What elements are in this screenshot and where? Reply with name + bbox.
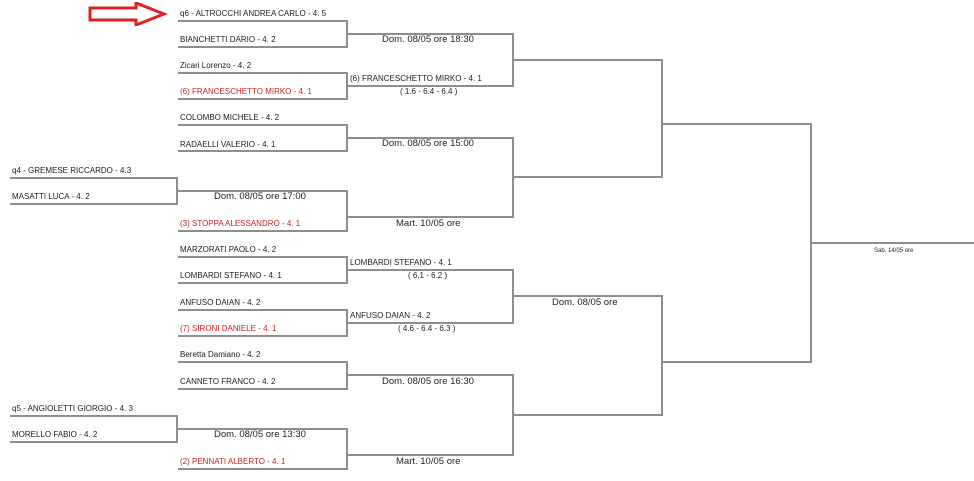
player-radaelli: RADAELLI VALERIO - 4. 1 <box>180 140 276 149</box>
player-anfuso: ANFUSO DAIAN - 4. 2 <box>180 298 261 307</box>
player-masatti: MASATTI LUCA - 4. 2 <box>12 192 90 201</box>
schedule-semi-bottom: Dom. 08/05 ore <box>552 297 618 308</box>
player-stoppa: (3) STOPPA ALESSANDRO - 4. 1 <box>180 219 301 228</box>
schedule-match-8: Mart. 10/05 ore <box>396 456 461 467</box>
schedule-match-3: Dom. 08/05 ore 15:00 <box>382 138 474 149</box>
score-match-2: ( 1.6 - 6.4 - 6.4 ) <box>400 87 458 96</box>
score-match-5: ( 6.1 - 6.2 ) <box>408 271 448 280</box>
player-lombardi: LOMBARDI STEFANO - 4. 1 <box>180 271 282 280</box>
player-gremese: q4 - GREMESE RICCARDO - 4.3 <box>12 166 132 175</box>
schedule-match-1: Dom. 08/05 ore 18:30 <box>382 34 474 45</box>
player-zicari: Zicari Lorenzo - 4. 2 <box>180 61 252 70</box>
schedule-qualifier-bottom: Dom. 08/05 ore 13:30 <box>214 429 306 440</box>
right-arrow-icon <box>88 2 168 26</box>
player-colombo: COLOMBO MICHELE - 4. 2 <box>180 113 280 122</box>
player-pennati: (2) PENNATI ALBERTO - 4. 1 <box>180 457 286 466</box>
schedule-final: Sab. 14/05 ore <box>874 248 914 254</box>
score-match-6: ( 4.6 - 6.4 - 6.3 ) <box>398 324 456 333</box>
winner-match-5: LOMBARDI STEFANO - 4. 1 <box>350 258 452 267</box>
winner-match-6: ANFUSO DAIAN - 4. 2 <box>350 311 431 320</box>
player-franceschetto: (6) FRANCESCHETTO MIRKO - 4. 1 <box>180 87 312 96</box>
player-sironi: (7) SIRONI DANIELE - 4. 1 <box>180 324 277 333</box>
schedule-qualifier-top: Dom. 08/05 ore 17:00 <box>214 191 306 202</box>
schedule-match-4: Mart. 10/05 ore <box>396 218 461 229</box>
player-morello: MORELLO FABIO - 4. 2 <box>12 430 98 439</box>
player-canneto: CANNETO FRANCO - 4. 2 <box>180 377 276 386</box>
winner-match-2: (6) FRANCESCHETTO MIRKO - 4. 1 <box>350 74 482 83</box>
player-bianchetti: BIANCHETTI DARIO - 4. 2 <box>180 35 276 44</box>
player-marzorati: MARZORATI PAOLO - 4. 2 <box>180 245 277 254</box>
player-altrocchi: q6 - ALTROCCHI ANDREA CARLO - 4. 5 <box>180 9 327 18</box>
player-angioletti: q5 - ANGIOLETTI GIORGIO - 4. 3 <box>12 404 133 413</box>
player-beretta: Beretta Damiano - 4. 2 <box>180 350 261 359</box>
schedule-match-7: Dom. 08/05 ore 16:30 <box>382 376 474 387</box>
